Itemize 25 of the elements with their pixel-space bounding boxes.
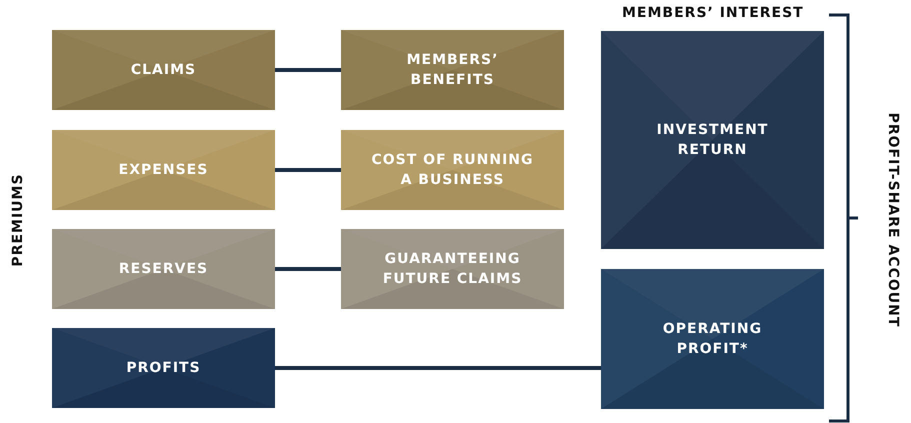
box-label: PROFITS: [125, 359, 202, 378]
process-box: [52, 130, 275, 210]
process-box: [341, 30, 564, 110]
box-label: INVESTMENT RETURN: [656, 121, 770, 160]
box-label: MEMBERS’ BENEFITS: [406, 51, 500, 90]
connector-line: [275, 168, 341, 172]
connector-line: [275, 68, 341, 72]
box-label: COST OF RUNNING A BUSINESS: [370, 151, 535, 190]
box-label: RESERVES: [118, 260, 210, 279]
process-box: [341, 130, 564, 210]
side-label: PREMIUMS: [10, 173, 26, 267]
box-label: CLAIMS: [130, 61, 198, 80]
side-label: PROFIT-SHARE ACCOUNT: [885, 112, 901, 328]
process-box: [601, 31, 824, 249]
box-label: OPERATING PROFIT*: [662, 320, 764, 359]
heading-label: MEMBERS’ INTEREST: [622, 5, 804, 21]
process-box: [52, 229, 275, 309]
connector-line: [275, 366, 601, 370]
connector-line: [275, 267, 341, 271]
process-box: [52, 30, 275, 110]
process-box: [341, 229, 564, 309]
box-label: EXPENSES: [118, 161, 210, 180]
process-box: [52, 328, 275, 408]
process-box: [601, 269, 824, 409]
box-label: GUARANTEEING FUTURE CLAIMS: [382, 250, 524, 289]
